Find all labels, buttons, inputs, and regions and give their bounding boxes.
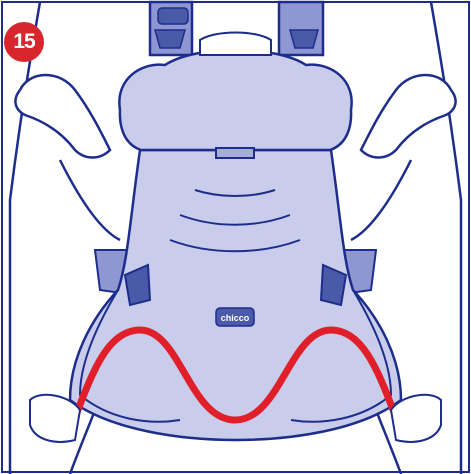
left-strap-buckle: [155, 30, 185, 48]
right-foot: [391, 395, 441, 442]
logo-text: chicco: [221, 313, 250, 323]
left-hand: [15, 75, 110, 158]
headrest-fastener: [216, 148, 254, 158]
right-strap-buckle: [290, 30, 318, 48]
carrier-headrest: [119, 50, 351, 150]
left-foot: [30, 395, 80, 442]
step-number-badge: 15: [4, 22, 44, 62]
carrier-body: [70, 150, 401, 440]
baby-head-top: [200, 33, 271, 56]
strap-logo-tag-left: [158, 8, 188, 24]
right-hand: [361, 75, 456, 158]
